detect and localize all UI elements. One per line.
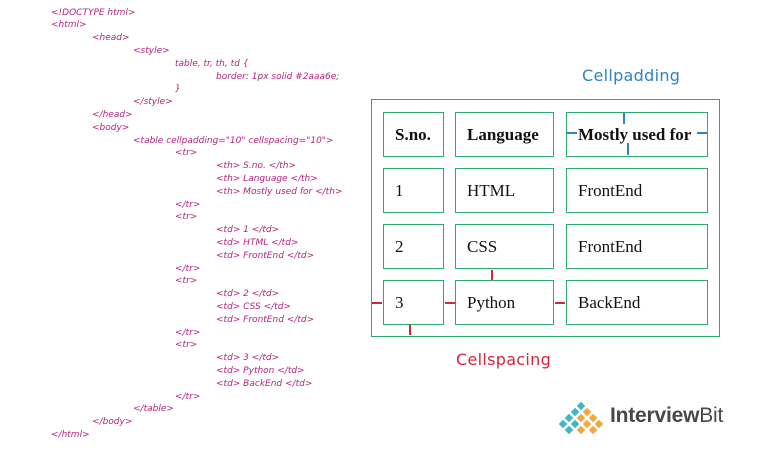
table-header-cell: S.no.	[383, 112, 444, 157]
cell-language: HTML	[467, 180, 516, 200]
code-line: <td> CSS </td>	[216, 302, 291, 312]
header-mostly-used-for: Mostly used for	[578, 124, 692, 144]
code-line: <tr>	[175, 148, 198, 158]
code-line: <td> 3 </td>	[216, 353, 280, 363]
code-line: <th> Mostly used for </th>	[216, 187, 343, 197]
cell-language: CSS	[467, 236, 498, 256]
table-header-cell: Language	[455, 112, 554, 157]
code-line: <td> FrontEnd </td>	[216, 251, 315, 261]
cell-sno: 2	[395, 236, 404, 256]
cell-sno: 1	[395, 180, 404, 200]
cellpadding-marker	[627, 143, 629, 155]
code-line: <style>	[133, 46, 170, 56]
cell-usage: BackEnd	[578, 292, 641, 312]
table-header-cell: Mostly used for	[566, 112, 708, 157]
table-cell: 1	[383, 168, 444, 213]
code-line: <table cellpadding="10" cellspacing="10"…	[133, 136, 334, 146]
code-line: </tr>	[175, 328, 201, 338]
cellspacing-marker	[445, 302, 455, 304]
code-line: <td> HTML </td>	[216, 238, 299, 248]
code-line: <tr>	[175, 276, 198, 286]
logo-text-interview: Interview	[610, 404, 700, 427]
cellspacing-label: Cellspacing	[456, 350, 552, 369]
table-cell: 3	[383, 280, 444, 325]
code-line: border: 1px solid #2aaa6e;	[216, 72, 340, 82]
cellpadding-marker	[697, 132, 707, 134]
code-line: <td> Python </td>	[216, 366, 305, 376]
code-line: </html>	[51, 430, 90, 440]
code-line: <th> Language </th>	[216, 174, 318, 184]
cellspacing-marker	[555, 302, 565, 304]
header-language: Language	[467, 124, 539, 144]
code-line: </tr>	[175, 392, 201, 402]
cell-usage: FrontEnd	[578, 236, 643, 256]
table-cell: FrontEnd	[566, 224, 708, 269]
html-code-listing: <!DOCTYPE html> <html> <head> <style> ta…	[0, 0, 360, 466]
code-line: <head>	[92, 33, 130, 43]
code-line: <body>	[92, 123, 130, 133]
logo-text-bit: Bit	[699, 404, 724, 427]
code-line: </table>	[133, 404, 174, 414]
header-sno: S.no.	[395, 124, 431, 144]
interviewbit-logo-icon	[558, 402, 604, 435]
code-line: <td> BackEnd </td>	[216, 379, 313, 389]
interviewbit-logo: InterviewBit	[558, 402, 738, 436]
rendered-table	[371, 99, 720, 337]
table-cell: BackEnd	[566, 280, 708, 325]
cellpadding-marker	[567, 132, 577, 134]
logo-wordmark: InterviewBit	[610, 404, 723, 428]
code-line: <th> S.no. </th>	[216, 161, 297, 171]
cell-usage: FrontEnd	[578, 180, 643, 200]
cellspacing-marker	[372, 302, 382, 304]
cellspacing-marker	[409, 325, 411, 335]
table-cell: CSS	[455, 224, 554, 269]
cell-sno: 3	[395, 292, 404, 312]
code-line: <tr>	[175, 212, 198, 222]
cellpadding-label: Cellpadding	[582, 66, 681, 85]
code-line: <td> 2 </td>	[216, 289, 280, 299]
cell-language: Python	[467, 292, 516, 312]
table-cell: Python	[455, 280, 554, 325]
table-cell: 2	[383, 224, 444, 269]
code-line: <!DOCTYPE html>	[51, 8, 136, 18]
code-line: </tr>	[175, 200, 201, 210]
code-line: table, tr, th, td {	[175, 59, 249, 69]
cellspacing-marker	[491, 270, 493, 280]
code-line: </style>	[133, 97, 173, 107]
code-line: <html>	[51, 20, 87, 30]
table-cell: FrontEnd	[566, 168, 708, 213]
table-cell: HTML	[455, 168, 554, 213]
code-line: </body>	[92, 417, 133, 427]
cellpadding-marker	[623, 113, 625, 124]
code-line: }	[175, 84, 181, 94]
code-line: </tr>	[175, 264, 201, 274]
code-line: <td> FrontEnd </td>	[216, 315, 315, 325]
code-line: <td> 1 </td>	[216, 225, 280, 235]
code-line: </head>	[92, 110, 133, 120]
code-line: <tr>	[175, 340, 198, 350]
